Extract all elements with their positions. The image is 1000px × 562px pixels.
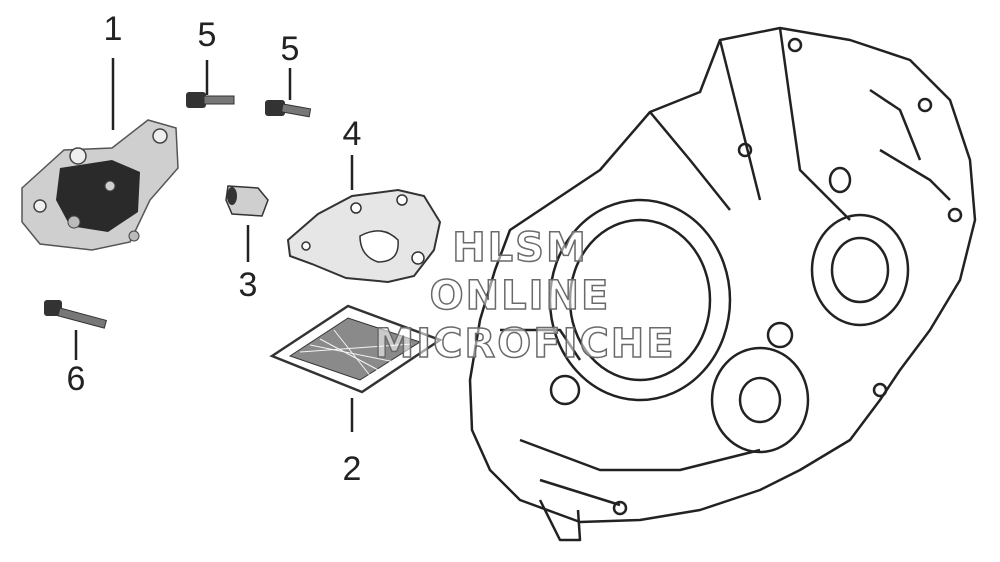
crankcase-part <box>468 26 977 542</box>
callout-4: 4 <box>342 115 362 153</box>
bolt-part-5b <box>265 100 312 118</box>
callout-2: 2 <box>342 450 362 488</box>
leader-lines <box>74 58 354 432</box>
dowel-part-3 <box>225 185 269 217</box>
callout-3: 3 <box>238 266 258 304</box>
callout-5b: 5 <box>280 30 300 68</box>
oil-pump-part <box>21 119 179 251</box>
callout-5a: 5 <box>197 16 217 54</box>
bolt-part-5a <box>186 92 235 108</box>
strainer-part-2 <box>269 304 443 394</box>
bolt-part-6 <box>44 300 107 329</box>
callout-1: 1 <box>103 10 123 48</box>
gasket-part-4 <box>286 188 442 284</box>
callout-6: 6 <box>66 360 86 398</box>
